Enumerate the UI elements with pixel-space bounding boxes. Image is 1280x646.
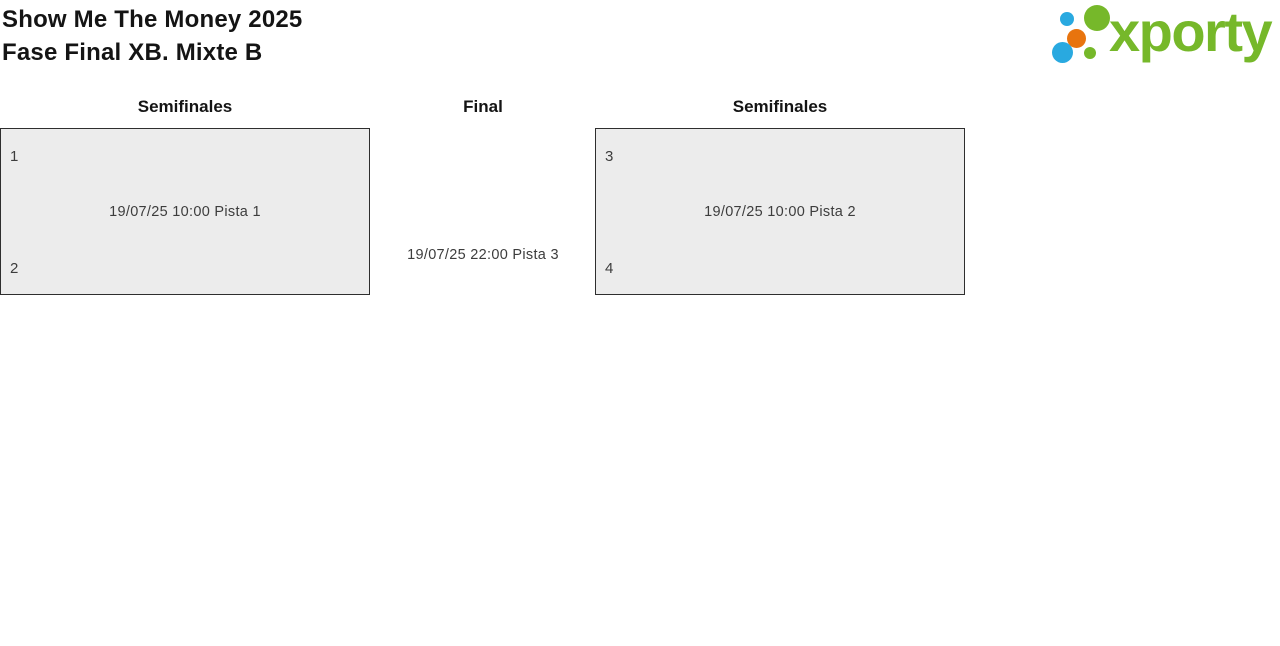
logo-dot-orange-icon (1067, 29, 1086, 48)
page-subtitle: Fase Final XB. Mixte B (2, 39, 263, 66)
xporty-logo[interactable]: xporty (1048, 0, 1280, 70)
logo-dot-green-large-icon (1084, 5, 1110, 31)
match-schedule-semifinal-2: 19/07/25 10:00 Pista 2 (704, 203, 856, 220)
seed-slot-4: 4 (605, 260, 614, 277)
round-header-semifinals-left: Semifinales (137, 97, 233, 116)
match-schedule-semifinal-1: 19/07/25 10:00 Pista 1 (109, 203, 261, 220)
match-box-semifinal-1[interactable]: 1 19/07/25 10:00 Pista 1 2 (0, 128, 370, 295)
logo-dot-blue-large-icon (1052, 42, 1073, 63)
seed-slot-2: 2 (10, 260, 19, 277)
round-header-semifinals-right: Semifinales (732, 97, 828, 116)
seed-slot-3: 3 (605, 148, 614, 165)
seed-slot-1: 1 (10, 148, 19, 165)
logo-dot-blue-small-icon (1060, 12, 1074, 26)
round-header-final: Final (463, 97, 503, 116)
match-schedule-final: 19/07/25 22:00 Pista 3 (407, 247, 559, 263)
xporty-logo-text: xporty (1109, 0, 1273, 63)
xporty-dots-icon (1048, 0, 1110, 70)
logo-dot-green-small-icon (1084, 47, 1096, 59)
match-box-semifinal-2[interactable]: 3 19/07/25 10:00 Pista 2 4 (595, 128, 965, 295)
page-title: Show Me The Money 2025 (2, 6, 303, 33)
page-header: Show Me The Money 2025 Fase Final XB. Mi… (2, 3, 302, 69)
